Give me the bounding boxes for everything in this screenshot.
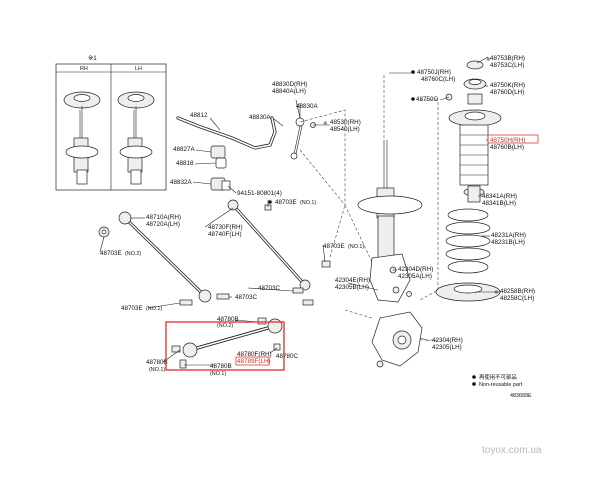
label-48780b-left: 48780B bbox=[146, 359, 168, 366]
highlight-48789f-box bbox=[235, 356, 270, 366]
label-48780b-top: 48780B bbox=[217, 316, 239, 323]
label-48258b: 48258B(RH) bbox=[500, 288, 535, 295]
inset-strut-views: ※1 RH LH bbox=[55, 55, 167, 191]
label-48341a: 48341A(RH) bbox=[482, 193, 517, 200]
label-48830a-right: 48830A bbox=[296, 103, 319, 110]
legend-nonreuse-text: Non-reusable part bbox=[479, 382, 523, 388]
watermark: toyox.com.ua bbox=[482, 445, 542, 456]
label-48760b: 48760B(LH) bbox=[490, 144, 524, 151]
label-48703e-c: 48703E bbox=[121, 305, 143, 312]
label-48750g: 48750G bbox=[416, 96, 439, 103]
label-48258c: 48258C(LH) bbox=[500, 295, 534, 302]
label-no2: (NO.2) bbox=[125, 251, 141, 257]
inset-rh-strut bbox=[63, 91, 101, 185]
inset-marker: ※1 bbox=[88, 55, 97, 62]
lower-spring-seat bbox=[435, 282, 501, 302]
upper-mount-stack bbox=[445, 60, 502, 127]
label-no1-c: (NO.1) bbox=[146, 306, 162, 312]
label-42305: 42305(LH) bbox=[432, 344, 462, 351]
label-48818: 48818 bbox=[176, 160, 194, 167]
label-48720a: 48720A(LH) bbox=[146, 221, 180, 228]
label-48231a: 48231A(RH) bbox=[491, 232, 526, 239]
inset-col-rh: RH bbox=[80, 66, 88, 72]
nonreuse-dot-48750g bbox=[411, 97, 415, 101]
highlight-48750h-box bbox=[487, 134, 539, 144]
legend-dot-icon bbox=[472, 375, 476, 379]
label-48840a: 48840A(LH) bbox=[272, 88, 306, 95]
label-48703e-a: 48703E bbox=[275, 199, 297, 206]
label-48231b: 48231B(LH) bbox=[491, 239, 525, 246]
label-no1-d: (NO.1) bbox=[149, 367, 165, 373]
label-48753b: 48753B(RH) bbox=[490, 55, 525, 62]
legend-dot-icon-2 bbox=[472, 382, 476, 386]
label-48780c: 48780C bbox=[276, 353, 299, 360]
bump-stop-boot bbox=[459, 124, 489, 203]
leader-lines bbox=[99, 56, 500, 366]
label-48750h: 48750H(RH) bbox=[490, 137, 525, 144]
star-mark-48258: ※ bbox=[494, 290, 499, 296]
knuckle bbox=[371, 311, 423, 368]
label-48341b: 48341B(LH) bbox=[482, 200, 516, 207]
label-48760d: 48760D(LH) bbox=[490, 89, 524, 96]
label-48812: 48812 bbox=[190, 112, 208, 119]
label-48730f: 48730F(RH) bbox=[208, 224, 243, 231]
legend: 再使用不可部品 Non-reusable part 483689E bbox=[472, 373, 532, 399]
label-no1-e: (NO.1) bbox=[210, 371, 226, 377]
label-48540: 48540(LH) bbox=[330, 126, 360, 133]
highlights bbox=[165, 134, 539, 371]
label-42304d: 42304D(RH) bbox=[398, 266, 433, 273]
inset-lh-strut bbox=[117, 91, 155, 185]
markers: ※ ※ ※ bbox=[268, 57, 499, 296]
inset-col-lh: LH bbox=[135, 66, 142, 72]
coil-spring bbox=[445, 208, 491, 274]
control-arms bbox=[98, 199, 331, 369]
label-42304: 42304(RH) bbox=[432, 337, 463, 344]
label-48789f: 48789F(LH) bbox=[237, 358, 271, 365]
star-mark-48530: ※ bbox=[323, 121, 328, 127]
label-42304e: 42304E(RH) bbox=[335, 277, 370, 284]
label-48753c: 48753C(LH) bbox=[490, 62, 524, 69]
label-48830d: 48830D(RH) bbox=[272, 81, 307, 88]
legend-reuse-text: 再使用不可部品 bbox=[479, 373, 517, 381]
stabilizer-bar bbox=[176, 116, 316, 191]
label-48832a: 48832A bbox=[170, 179, 193, 186]
label-48827a: 48827A bbox=[173, 146, 196, 153]
label-48703c-2: 48703C bbox=[235, 294, 258, 301]
label-42305b: 42305B(LH) bbox=[335, 284, 369, 291]
label-48703c-1: 48703C bbox=[258, 285, 281, 292]
label-no1-a: (NO.1) bbox=[300, 200, 316, 206]
label-48703e-no2: 48703E bbox=[100, 250, 122, 257]
label-48780f: 48780F(RH) bbox=[237, 351, 272, 358]
figure-code: 483689E bbox=[510, 393, 532, 399]
label-48530: 48530(RH) bbox=[330, 119, 361, 126]
label-no1-b: (NO.1) bbox=[348, 244, 364, 250]
label-no2-b: (NO.2) bbox=[217, 323, 233, 329]
shock-absorber bbox=[357, 140, 423, 303]
label-42305a: 42305A(LH) bbox=[398, 273, 432, 280]
nonreuse-dot-48703e bbox=[268, 200, 272, 204]
label-94151: 94151-80801(4) bbox=[237, 190, 282, 197]
label-48750k: 48750K(RH) bbox=[490, 82, 525, 89]
label-48703e-b: 48703E bbox=[323, 243, 345, 250]
star-mark-48753: ※ bbox=[486, 57, 491, 63]
label-48740f: 48740F(LH) bbox=[208, 231, 242, 238]
label-48780b-bottom: 48780B bbox=[210, 363, 232, 370]
highlight-lower-rod-box bbox=[165, 321, 285, 371]
guide-lines bbox=[299, 75, 440, 341]
label-48830a-left: 48830A bbox=[249, 114, 272, 121]
label-48750j: 48750J(RH) bbox=[417, 69, 451, 76]
label-48710a: 48710A(RH) bbox=[146, 214, 181, 221]
nonreuse-dot-48750j bbox=[411, 70, 415, 74]
part-labels: 48812 48827A 48818 48832A 94151-80801(4)… bbox=[100, 55, 535, 377]
label-48760c: 48760C(LH) bbox=[421, 76, 455, 83]
